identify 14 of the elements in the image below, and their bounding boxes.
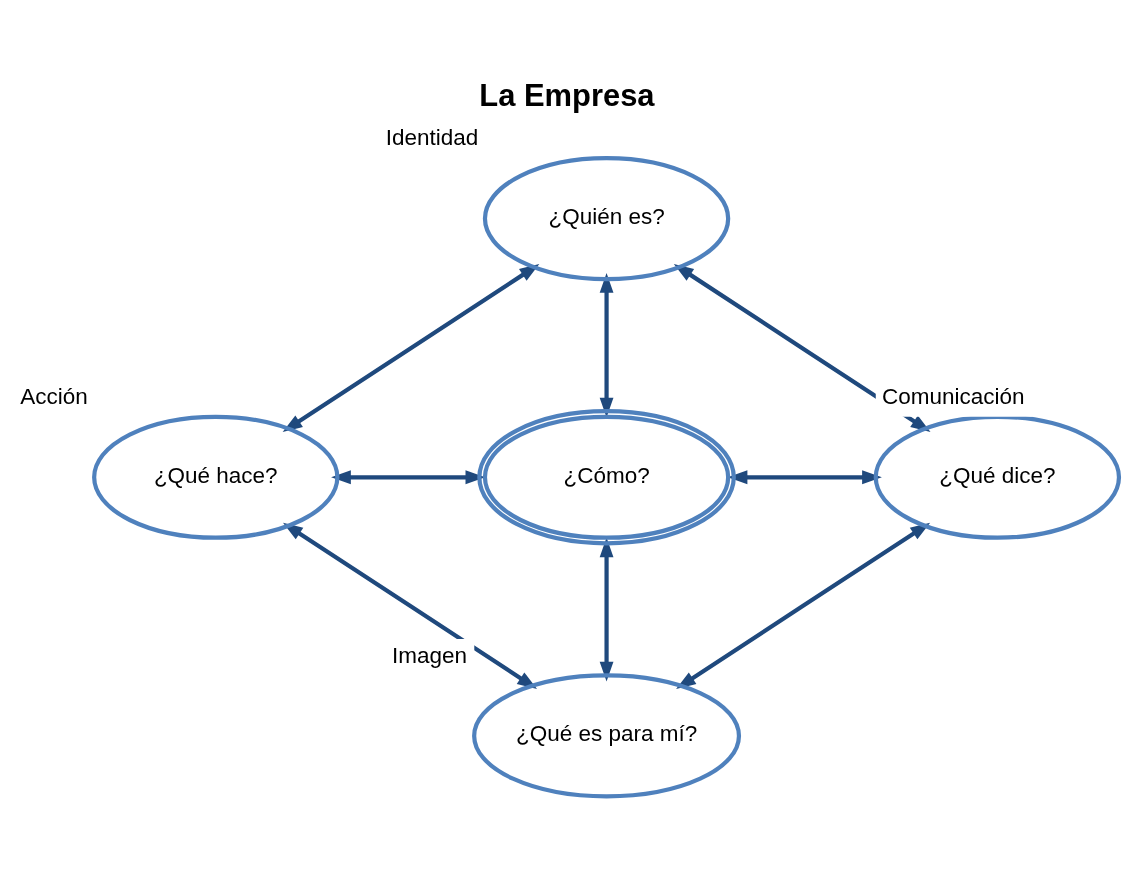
diagram-title: La Empresa bbox=[479, 77, 655, 113]
arrow bbox=[283, 522, 538, 689]
arrow bbox=[673, 263, 931, 432]
arrow bbox=[599, 272, 614, 417]
node-ellipse: ¿Cómo? bbox=[477, 408, 736, 545]
arrow bbox=[282, 263, 540, 432]
arrow bbox=[331, 469, 486, 484]
arrow bbox=[599, 537, 614, 681]
node-label: Identidad bbox=[385, 124, 479, 150]
node-label: Imagen bbox=[392, 642, 468, 668]
arrow bbox=[727, 469, 882, 484]
node-label: Acción bbox=[20, 383, 88, 409]
node-label: Comunicación bbox=[882, 383, 1025, 409]
arrow bbox=[676, 522, 931, 689]
